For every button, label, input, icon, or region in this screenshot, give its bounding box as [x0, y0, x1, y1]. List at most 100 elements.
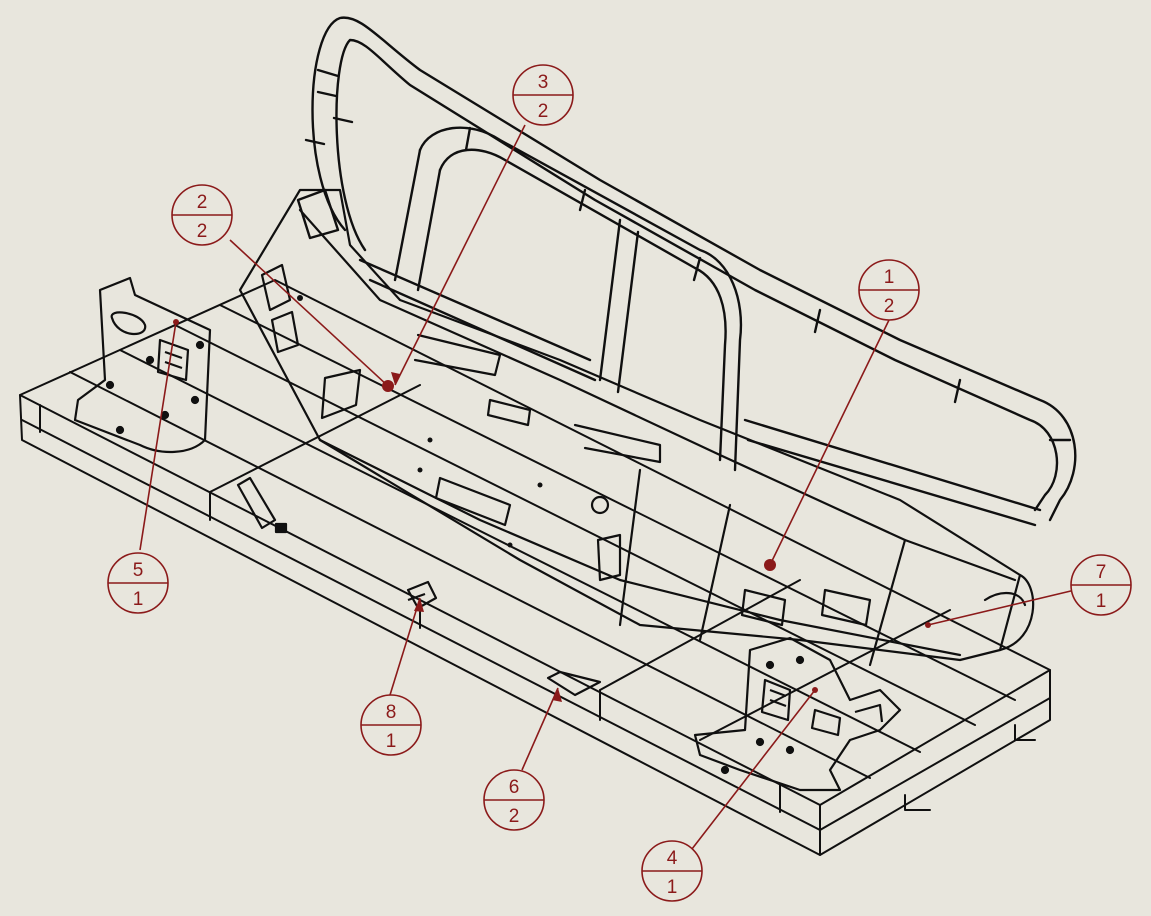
leader-dot-item-2 [382, 380, 394, 392]
pallet-cross-6 [209, 384, 421, 493]
pallet-mid-edge [21, 419, 1051, 831]
leader-arrow-item-8 [414, 598, 424, 612]
pallet-runner-b [119, 349, 921, 753]
leader-item-6 [521, 687, 559, 771]
leader-endpoints [173, 319, 931, 702]
leader-arrow-item-6 [552, 688, 562, 702]
guard-center-hoop-outer [418, 126, 743, 472]
pallet-runner-c [174, 324, 976, 726]
balloon-item-number: 8 [386, 702, 397, 723]
right-mount-bracket [693, 636, 902, 792]
clip-item-8 [406, 580, 438, 610]
balloon-item-number: 1 [884, 267, 895, 288]
leader-dot-item-1 [764, 559, 776, 571]
balloon-item-8[interactable]: 8 1 [360, 694, 422, 756]
balloon-item-6[interactable]: 6 2 [483, 769, 545, 831]
balloon-item-2[interactable]: 2 2 [171, 184, 233, 246]
bumper-outline [238, 188, 1022, 662]
leader-item-7 [927, 589, 1076, 626]
leader-item-2 [229, 239, 389, 387]
brush-guard [296, 16, 1077, 527]
guard-crossbar-right [743, 418, 1042, 527]
balloon-item-4[interactable]: 4 1 [641, 840, 703, 902]
balloon-item-number: 5 [133, 560, 144, 581]
balloon-item-number: 3 [538, 72, 549, 93]
bumper-section-1 [618, 468, 642, 627]
guard-weld-rings-top [464, 126, 702, 282]
balloon-item-3[interactable]: 3 2 [512, 64, 574, 126]
balloon-quantity: 2 [538, 101, 549, 122]
balloon-item-number: 6 [509, 777, 520, 798]
guard-upright-left [393, 148, 442, 292]
bumper-body [238, 188, 1035, 667]
balloon-quantity: 1 [1096, 591, 1107, 612]
bumper-bolt-holes [297, 295, 543, 548]
light-opening-right [820, 588, 872, 627]
bumper-top-edge [298, 208, 1017, 582]
left-bracket-slot-ribs [164, 350, 183, 370]
guard-crossbar-low [358, 258, 597, 382]
balloon-item-1[interactable]: 1 2 [858, 259, 920, 321]
leader-item-4 [684, 689, 816, 859]
guard-mount-tab [296, 188, 340, 240]
pallet-foot-1 [904, 794, 931, 811]
bumper-tab-1 [320, 368, 362, 420]
balloon-quantity: 2 [197, 221, 208, 242]
balloon-item-number: 4 [667, 848, 678, 869]
balloon-item-7[interactable]: 7 1 [1070, 554, 1132, 616]
pallet-cross-8 [699, 609, 951, 741]
guard-weld-rings-right [813, 308, 1072, 442]
balloon-item-number: 2 [197, 192, 208, 213]
bumper-lower-edge [318, 438, 962, 657]
left-bracket-slot-2 [156, 338, 190, 382]
balloon-quantity: 2 [509, 806, 520, 827]
balloon-quantity: 1 [133, 589, 144, 610]
balloon-item-number: 7 [1096, 562, 1107, 583]
leader-dot-item-7 [925, 622, 931, 628]
pallet-right-edge [819, 669, 1051, 806]
side-opening-2 [270, 310, 300, 354]
leader-item-3 [394, 124, 526, 386]
balloon-item-5[interactable]: 5 1 [107, 552, 169, 614]
leader-item-1 [769, 319, 890, 566]
leader-arrow-item-3 [391, 372, 400, 385]
bumper-hole [590, 495, 610, 515]
guard-inner-hoop [335, 38, 1059, 512]
right-bracket-tab [854, 703, 884, 723]
right-bracket-slot-ribs [769, 688, 787, 708]
small-brackets [236, 476, 602, 697]
leader-lines [139, 124, 1076, 859]
balloon-quantity: 1 [667, 877, 678, 898]
leader-item-8 [389, 597, 421, 696]
left-bracket-plate [73, 276, 212, 454]
strap-bracket-left [236, 476, 277, 530]
bumper-tab-2 [596, 533, 622, 582]
guard-center-hoop-inner [438, 148, 727, 462]
clip-item-6 [546, 670, 602, 697]
balloon-quantity: 1 [386, 731, 397, 752]
pallet-runner-a [69, 371, 871, 779]
guard-outer-hoop [311, 16, 1077, 522]
leader-dot-item-4 [812, 687, 818, 693]
light-opening-left [740, 588, 787, 627]
right-bracket-slot-2 [810, 708, 842, 737]
pallet-deck-outline [19, 279, 1051, 856]
bumper-section-2 [698, 503, 732, 642]
winch-opening [434, 476, 512, 527]
leader-dot-item-5 [173, 319, 179, 325]
side-opening-1 [260, 263, 292, 312]
guard-weld-rings-left [304, 68, 354, 146]
clip-item-8-edge [407, 592, 426, 602]
bumper-slot [486, 398, 532, 427]
pallet-foot-2 [1014, 724, 1036, 741]
right-bracket-slot-1 [760, 678, 792, 722]
left-bracket-slot-1 [110, 311, 147, 336]
leader-item-5 [139, 321, 177, 551]
bumper-end-cap [998, 573, 1035, 652]
balloon-quantity: 2 [884, 296, 895, 317]
bumper-section-3 [868, 538, 907, 667]
shackle-mount [413, 333, 502, 377]
